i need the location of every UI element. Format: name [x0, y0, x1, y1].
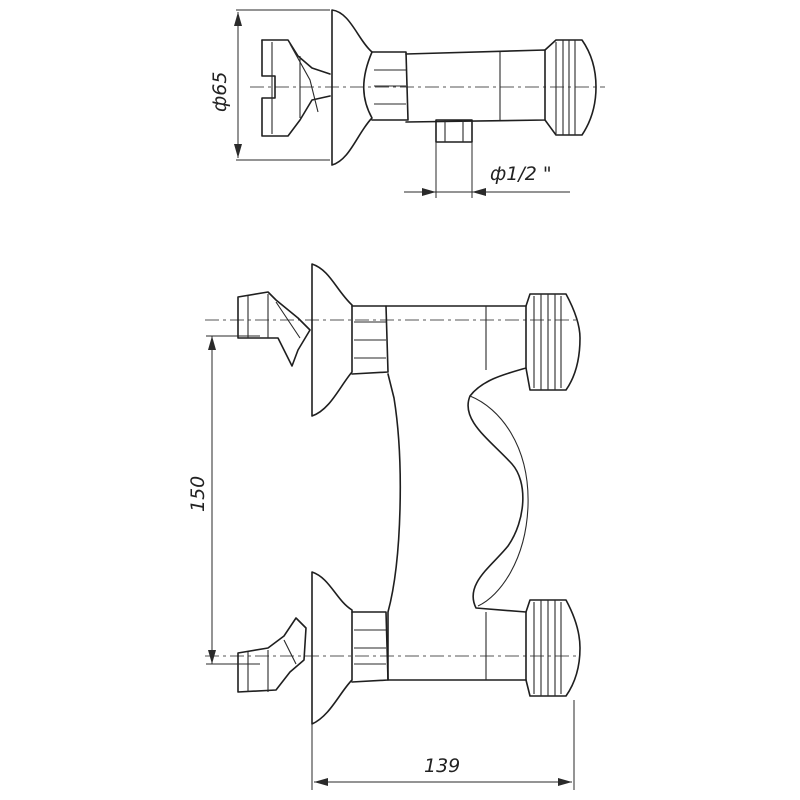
center-distance-label: 150 [187, 476, 209, 512]
overall-depth-label: 139 [424, 755, 460, 777]
outlet-thread-label: ф1/2 " [490, 163, 552, 185]
dim-overall-depth: 139 [311, 700, 575, 790]
top-view [250, 9, 605, 166]
front-view [205, 263, 581, 725]
dim-flange-diameter: ф65 [209, 9, 330, 161]
flange-diameter-label: ф65 [209, 72, 231, 112]
dim-outlet-thread: ф1/2 " [404, 142, 570, 198]
dim-center-distance: 150 [187, 335, 260, 665]
